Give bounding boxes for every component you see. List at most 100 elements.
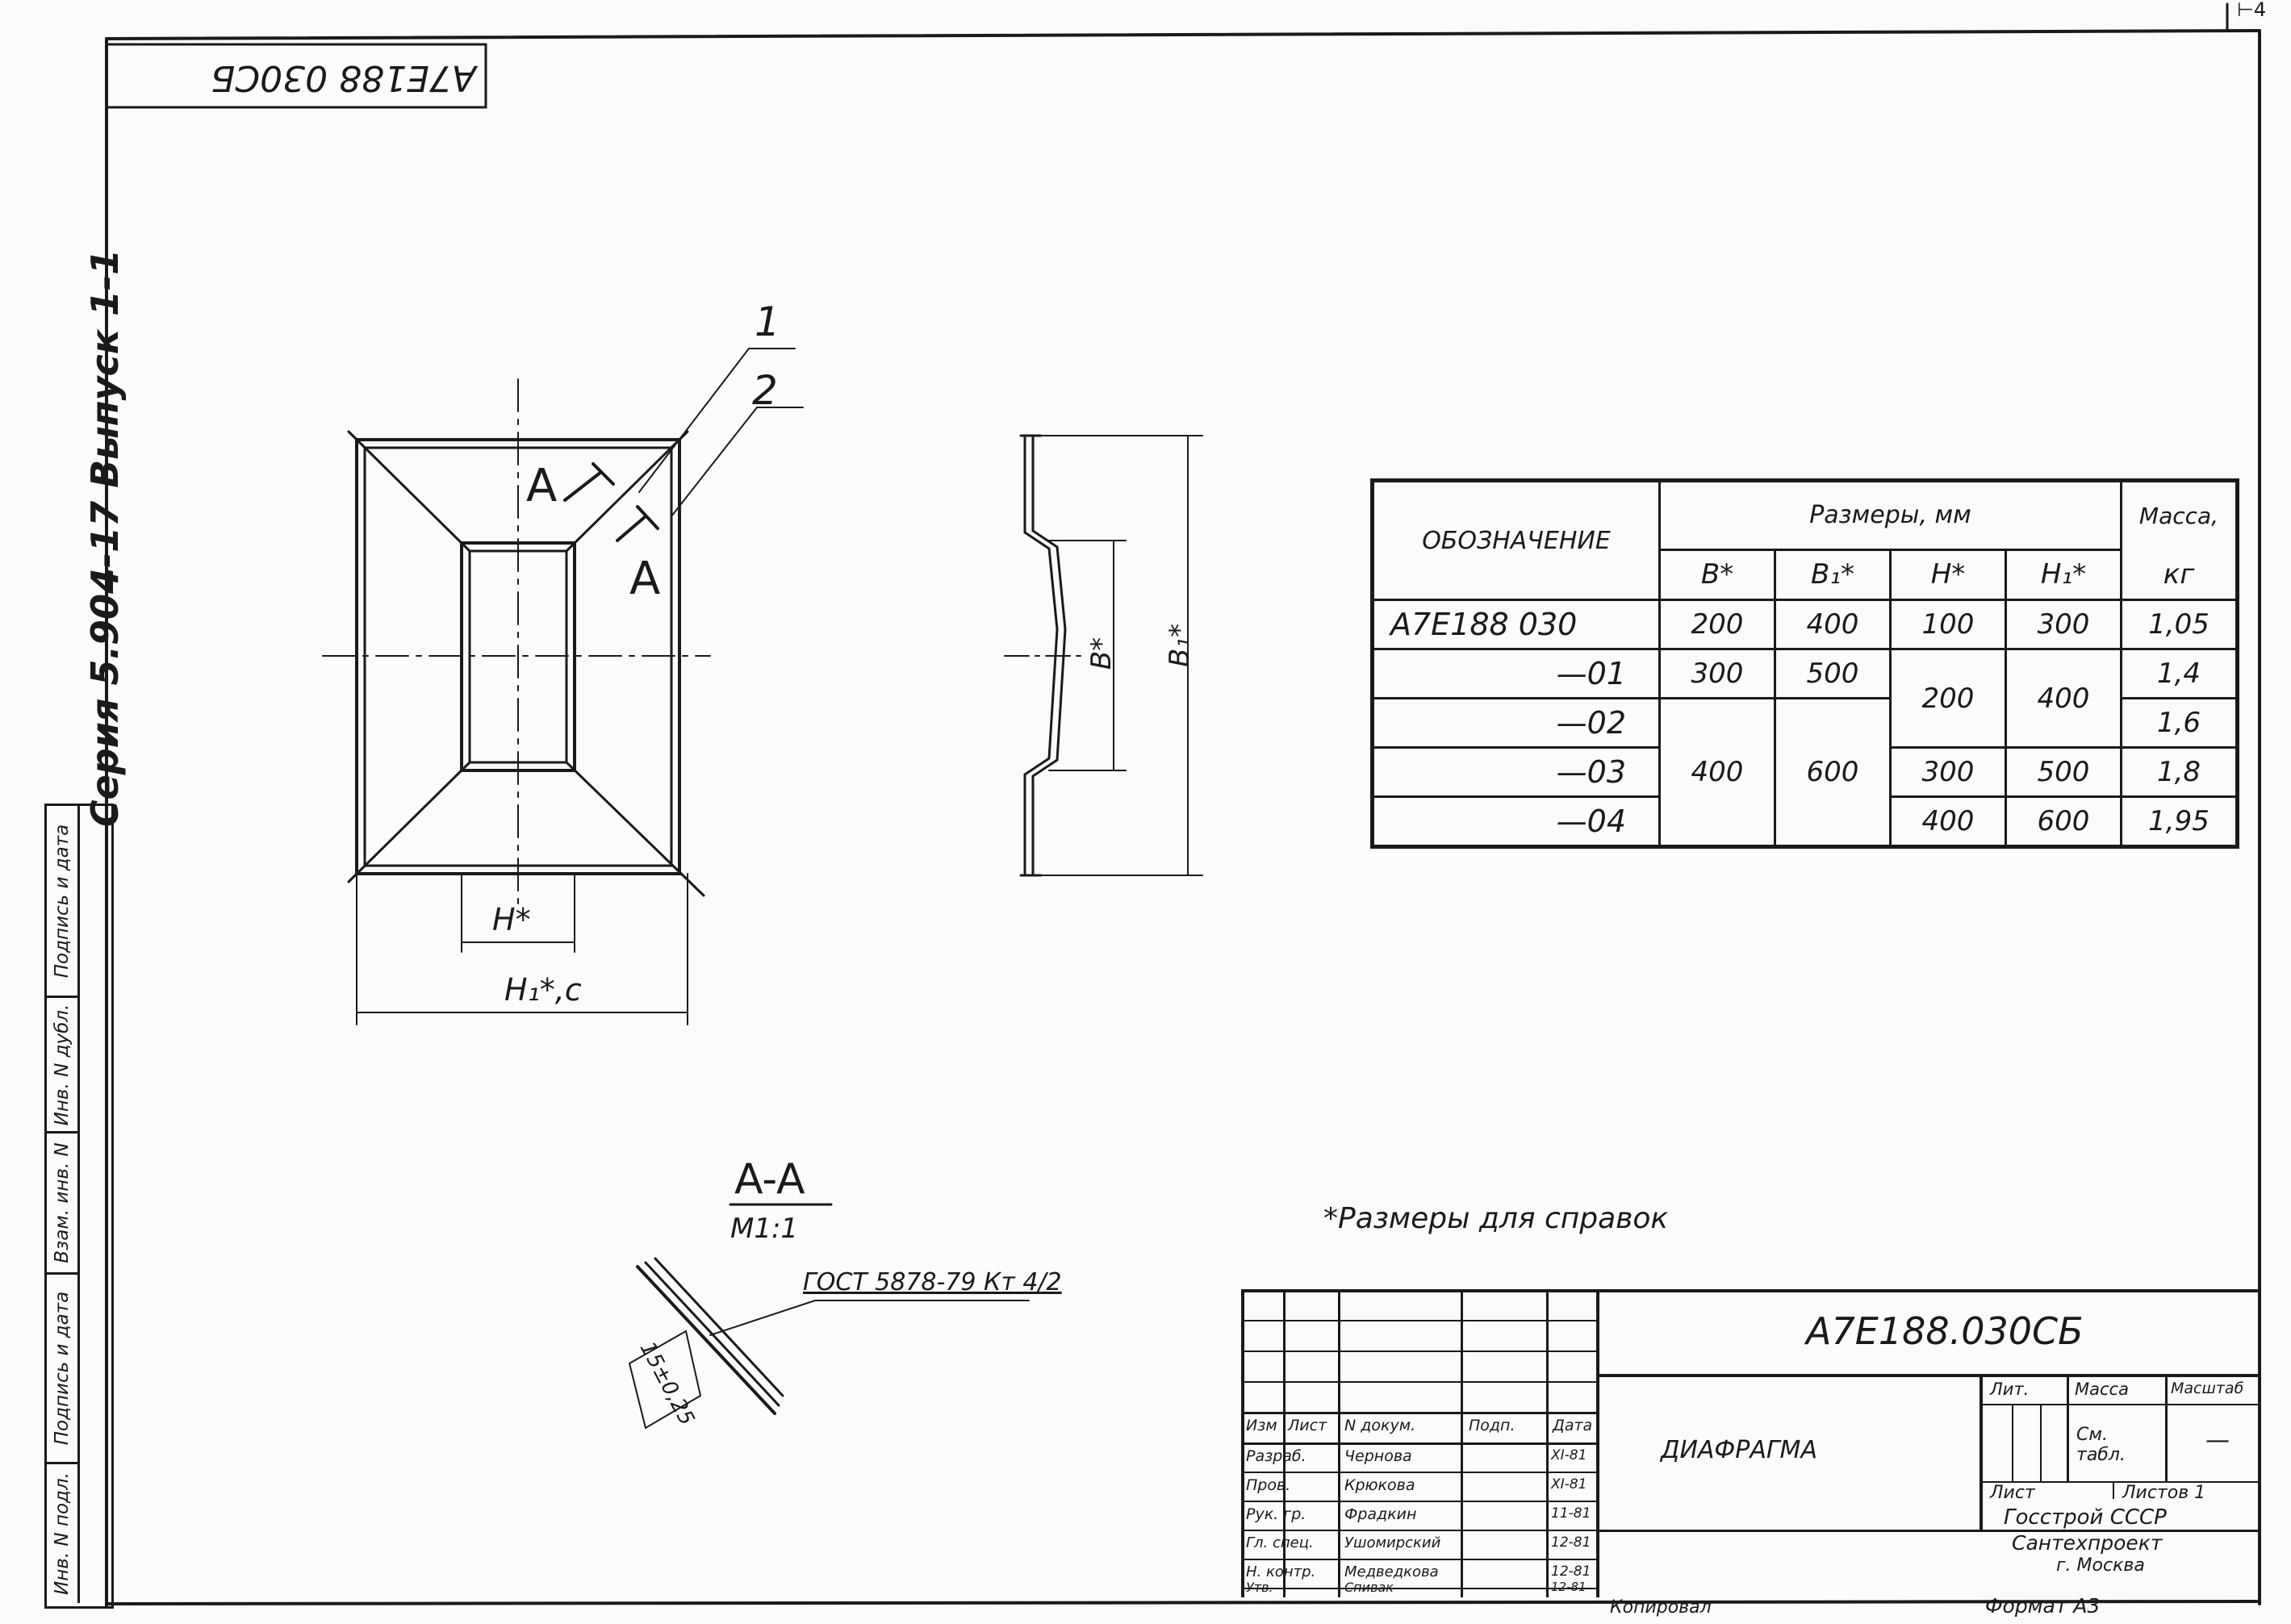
sheets-label: Листов 1	[2122, 1483, 2206, 1503]
person-name: Крюкова	[1344, 1476, 1415, 1494]
role: Разраб.	[1246, 1447, 1306, 1465]
role: Гл. спец.	[1246, 1534, 1314, 1551]
dimension-table: ОБОЗНАЧЕНИЕ Размеры, мм Масса, B* B₁* H*…	[1370, 478, 2239, 849]
role: Н. контр.	[1246, 1563, 1316, 1580]
th-mass: Масса,	[2120, 479, 2239, 550]
date: XI-81	[1551, 1476, 1587, 1492]
person-name: Спивак	[1344, 1580, 1394, 1595]
cell-b1: 600	[1774, 697, 1892, 848]
format-label: Формат А3	[1985, 1594, 2101, 1618]
col-date: Дата	[1553, 1417, 1593, 1434]
dim-h-label: H*	[492, 902, 531, 937]
dim-b1-label: B₁*	[1163, 624, 1196, 667]
copied-label: Копировал	[1610, 1597, 1712, 1618]
title-block: А7Е188.030СБ ДИАФРАГМА Изм Лист N докум.…	[1241, 1289, 2260, 1597]
stamp-cell: Подпись и дата	[47, 806, 80, 998]
role: Рук. гр.	[1246, 1505, 1306, 1523]
cell-h: 400	[1889, 795, 2007, 848]
callout-2: 2	[752, 367, 778, 414]
stamp-cell: Инв. N дубл.	[47, 998, 80, 1133]
cell-h1: 300	[2005, 599, 2122, 650]
cell-designation: —02	[1371, 697, 1661, 749]
date: 12-81	[1551, 1563, 1591, 1580]
section-mark-a-right: A	[629, 553, 661, 605]
th-b1: B₁*	[1774, 548, 1892, 602]
cell-mass: 1,8	[2120, 746, 2239, 798]
role: Пров.	[1246, 1476, 1291, 1494]
cell-mass: 1,05	[2120, 599, 2239, 650]
th-sizes: Размеры, мм	[1658, 479, 2122, 551]
cell-designation: —03	[1371, 746, 1661, 798]
date: 12-81	[1551, 1534, 1591, 1551]
lit-label: Лит.	[1990, 1380, 2030, 1399]
cell-designation: —01	[1371, 648, 1661, 699]
sheet-label: Лист	[1990, 1483, 2035, 1503]
cell-b: 300	[1658, 648, 1776, 699]
section-scale: M1:1	[730, 1213, 799, 1245]
part-name: ДИАФРАГМА	[1661, 1436, 1817, 1464]
scale-label: Масштаб	[2171, 1380, 2244, 1397]
org-line-1: Госстрой СССР	[2004, 1505, 2167, 1530]
table-row: —01 300 500 200 400 1,4	[1371, 648, 2239, 749]
callout-1: 1	[755, 298, 780, 345]
th-h1: H₁*	[2005, 548, 2122, 602]
table-row: —04 400 600 1,95	[1371, 795, 2239, 848]
cell-h1: 400	[2005, 648, 2122, 749]
mass-value: См. табл.	[2076, 1425, 2126, 1465]
person-name: Чернова	[1344, 1447, 1412, 1465]
date: 11-81	[1551, 1505, 1591, 1522]
date: XI-81	[1551, 1447, 1587, 1463]
mass-label: Масса	[2075, 1380, 2129, 1399]
weld-note: ГОСТ 5878-79 Кт 4/2	[803, 1268, 1062, 1296]
th-mass-unit: кг	[2120, 549, 2239, 602]
th-b: B*	[1658, 548, 1776, 602]
series-label: Серия 5.904-17 Выпуск 1-1	[83, 248, 127, 828]
cell-mass: 1,4	[2120, 648, 2239, 699]
cell-h1: 500	[2005, 746, 2122, 798]
rotated-doc-code: А7Е188 030СБ	[211, 57, 476, 98]
stamp-cell: Взам. инв. N	[47, 1133, 80, 1275]
cell-mass: 1,6	[2120, 697, 2239, 749]
table-row: —02 400 600 1,6	[1371, 697, 2239, 848]
stamp-cell: Инв. N подл.	[47, 1464, 80, 1603]
front-view	[322, 348, 804, 1025]
date: 12-81	[1551, 1580, 1587, 1594]
table-row: —03 300 500 1,8	[1371, 746, 2239, 798]
cell-b: 400	[1658, 697, 1776, 848]
scale-value: —	[2205, 1426, 2230, 1455]
cell-designation: —04	[1371, 795, 1661, 848]
cell-h1: 600	[2005, 795, 2122, 848]
col-list: Лист	[1288, 1417, 1327, 1434]
cell-b1: 400	[1774, 599, 1892, 650]
doc-code: А7Е188.030СБ	[1806, 1309, 2084, 1353]
th-h: H*	[1889, 548, 2007, 602]
col-sign: Подп.	[1469, 1417, 1515, 1434]
dim-h1-label: H₁*,с	[504, 972, 582, 1008]
dim-b-label: B*	[1085, 637, 1118, 670]
reference-note: *Размеры для справок	[1323, 1202, 1669, 1235]
cell-h: 100	[1889, 599, 2007, 650]
person-name: Фрадкин	[1344, 1505, 1417, 1523]
stamp-cell: Подпись и дата	[47, 1275, 80, 1464]
cell-h: 300	[1889, 746, 2007, 798]
section-a-a	[629, 1203, 1030, 1430]
org-line-2: Сантехпроект	[2012, 1531, 2163, 1555]
cell-b1: 500	[1774, 648, 1892, 699]
cell-b: 200	[1658, 599, 1776, 650]
section-title: A-A	[734, 1155, 805, 1204]
side-stamp: Подпись и дата Инв. N дубл. Взам. инв. N…	[44, 804, 114, 1609]
col-doc: N докум.	[1344, 1417, 1416, 1434]
cell-designation: А7Е188 030	[1371, 599, 1661, 650]
person-name: Ушомирский	[1344, 1534, 1441, 1551]
cell-h: 200	[1889, 648, 2007, 749]
th-designation: ОБОЗНАЧЕНИЕ	[1371, 479, 1661, 601]
col-izm: Изм	[1246, 1417, 1277, 1434]
cell-mass: 1,95	[2120, 795, 2239, 848]
section-mark-a-left: A	[526, 460, 558, 512]
role: Утв.	[1246, 1580, 1273, 1595]
table-row: А7Е188 030 200 400 100 300 1,05	[1371, 599, 2239, 650]
top-right-mark: ⊢4	[2237, 0, 2267, 21]
person-name: Медведкова	[1344, 1563, 1439, 1580]
side-view	[1004, 434, 1203, 877]
